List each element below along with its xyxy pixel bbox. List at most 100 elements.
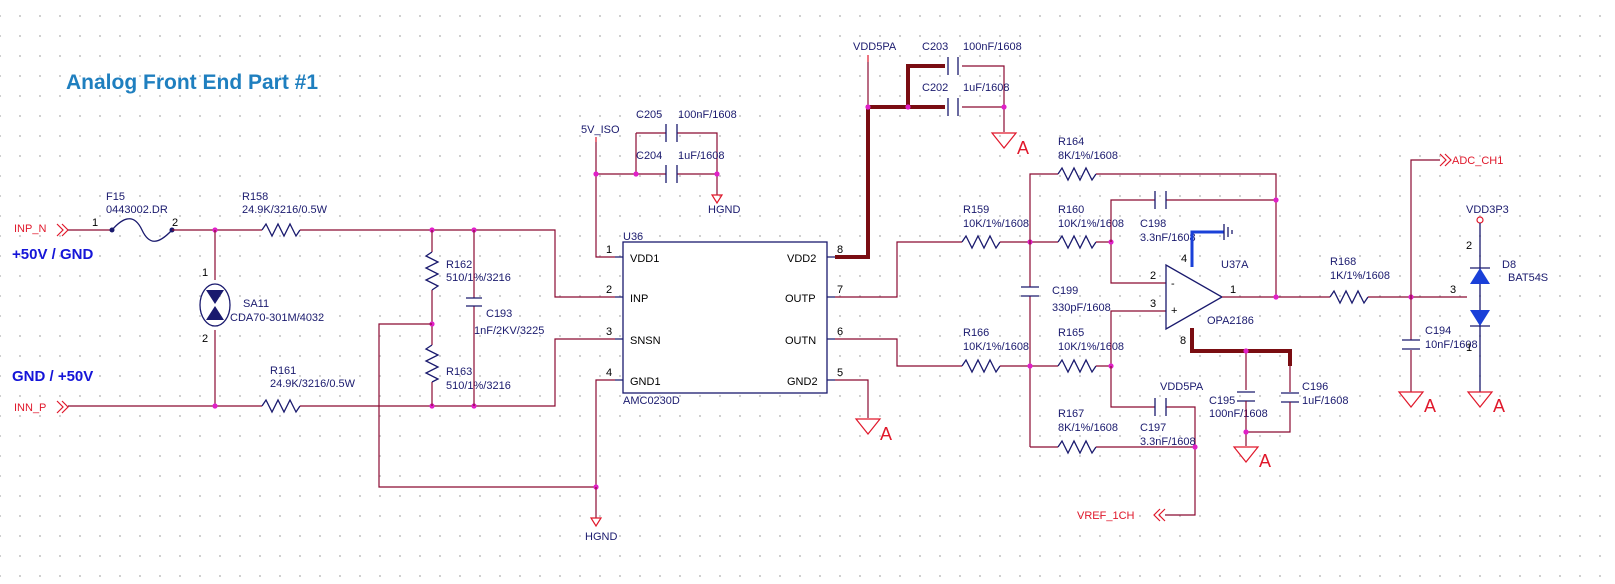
wire (1096, 241, 1166, 284)
ground-label: A (880, 424, 892, 444)
r167-ref: R167 (1058, 408, 1084, 420)
r162-value: 510/1%/3216 (446, 272, 511, 284)
opamp-u37a: U37A OPA2186 - + 2 3 1 4 8 (1150, 224, 1254, 347)
d8-ref: D8 (1502, 259, 1516, 271)
arrester-icon (206, 306, 224, 320)
bus-wire (835, 64, 945, 259)
vdd5pa-top-label: VDD5PA (853, 41, 897, 53)
c199-ref: C199 (1052, 285, 1078, 297)
wire (1110, 199, 1276, 242)
c197-ref: C197 (1140, 422, 1166, 434)
u37a-pin: 4 (1181, 253, 1187, 265)
wire (1410, 159, 1440, 297)
junction (1243, 429, 1249, 435)
u36-pin-num: 2 (606, 284, 612, 296)
resistor-r163: R163 510/1%/3216 (424, 344, 511, 392)
f15-pin1: 1 (92, 217, 98, 229)
c193-value: 1nF/2KV/3225 (474, 325, 544, 337)
r162-ref: R162 (446, 259, 472, 271)
port-inn-p: INN_P (14, 400, 69, 414)
resistor-icon (961, 358, 1001, 374)
r167-value: 8K/1%/1608 (1058, 422, 1118, 434)
junction (1273, 294, 1279, 300)
resistor-r167: R167 8K/1%/1608 (1057, 408, 1118, 455)
diode-icon (1470, 268, 1490, 284)
r166-value: 10K/1%/1608 (963, 341, 1029, 353)
power-5v-iso: 5V_ISO (581, 124, 620, 142)
resistor-icon (1329, 289, 1369, 305)
c198-ref: C198 (1140, 218, 1166, 230)
port-inp-n-label: INP_N (14, 223, 46, 235)
f15-value: 0443002.DR (106, 204, 168, 216)
u36-pin-num: 5 (837, 367, 843, 379)
r160-value: 10K/1%/1608 (1058, 218, 1124, 230)
sa11-pin1: 1 (202, 267, 208, 279)
c193-ref: C193 (486, 308, 512, 320)
ground-icon (1466, 391, 1494, 408)
c203-ref: C203 (922, 41, 948, 53)
resistor-r160: R160 10K/1%/1608 (1057, 204, 1124, 250)
resistor-icon (1057, 234, 1097, 250)
sa11-ref: SA11 (243, 298, 269, 310)
capacitor-icon (1281, 392, 1299, 403)
capacitor-icon (665, 165, 678, 183)
junction (1192, 444, 1198, 450)
u36-pin-num: 1 (606, 244, 612, 256)
u37a-pin: 2 (1150, 270, 1156, 282)
resistor-icon (1057, 358, 1097, 374)
ground-a-5: A (1466, 391, 1505, 416)
resistor-r159: R159 10K/1%/1608 (961, 204, 1029, 250)
hgnd-top-label: HGND (708, 204, 740, 216)
port-arrow-icon (1439, 153, 1452, 167)
ground-label: A (1493, 396, 1505, 416)
port-arrow-icon (56, 400, 69, 414)
d8-pin: 3 (1450, 284, 1456, 296)
opamp-icon (1165, 263, 1224, 331)
c196-ref: C196 (1302, 381, 1328, 393)
junction (865, 104, 871, 110)
opamp-supply (1190, 230, 1224, 267)
u36-pin-name: VDD2 (787, 253, 816, 265)
u36-pin-num: 8 (837, 244, 843, 256)
c196-value: 1uF/1608 (1302, 395, 1348, 407)
junction (905, 104, 911, 110)
capacitor-icon (1021, 286, 1039, 297)
u36-pins (615, 256, 835, 381)
u36-pin-name: SNSN (630, 335, 661, 347)
capacitor-icon (947, 98, 959, 116)
u37a-pin: 1 (1230, 284, 1236, 296)
wire (300, 229, 615, 298)
wire (1096, 310, 1166, 367)
wire (1245, 401, 1291, 446)
ground-label: A (1017, 138, 1029, 158)
u37a-part: OPA2186 (1207, 315, 1254, 327)
r164-ref: R164 (1058, 136, 1084, 148)
f15-ref: F15 (106, 191, 125, 203)
ic-u36: U36 AMC0230D 1 2 3 4 VDD1 INP SNSN GND1 … (606, 231, 843, 407)
power-pin-icon (1476, 216, 1484, 224)
junction (593, 171, 599, 177)
d8-pin: 2 (1466, 240, 1472, 252)
junction (1001, 104, 1007, 110)
note-top: +50V / GND (12, 246, 93, 263)
junction (1027, 363, 1033, 369)
wire (835, 241, 962, 298)
capacitor-c205: C205 100nF/1608 (636, 109, 737, 142)
resistor-r161: R161 24.9K/3216/0.5W (261, 365, 356, 414)
u36-pin-name: INP (630, 293, 648, 305)
resistor-r168: R168 1K/1%/1608 (1329, 256, 1390, 305)
c198-value: 3.3nF/1608 (1140, 232, 1196, 244)
capacitor-c198: C198 3.3nF/1608 (1140, 191, 1196, 244)
power-vdd5pa-mid: VDD5PA (1160, 381, 1204, 393)
c194-value: 10nF/1608 (1425, 339, 1478, 351)
u37a-plus: + (1171, 305, 1177, 317)
hgnd-icon (589, 517, 603, 528)
capacitor-c203: C203 100nF/1608 (922, 41, 1022, 75)
wire (835, 379, 869, 418)
r158-ref: R158 (242, 191, 268, 203)
fuse-f15: F15 0443002.DR 1 2 (92, 191, 178, 242)
junction (1243, 348, 1249, 354)
wire (962, 65, 1005, 132)
r161-ref: R161 (270, 365, 296, 377)
